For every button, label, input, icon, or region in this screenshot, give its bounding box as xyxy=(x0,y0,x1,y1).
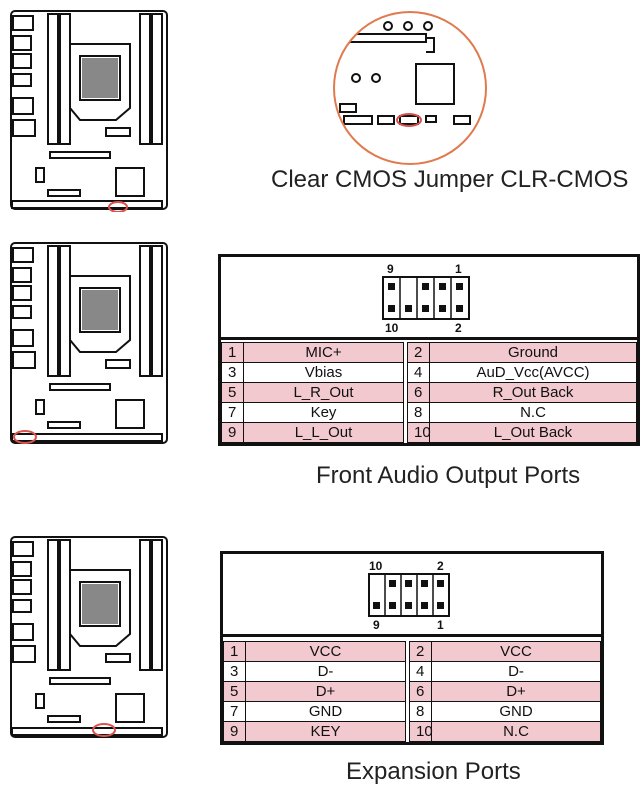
pin-name: L_Out Back xyxy=(429,422,637,443)
pin-name: MIC+ xyxy=(243,342,404,363)
pin-name: D+ xyxy=(431,681,601,702)
table-row: 7 Key 8 N.C xyxy=(221,402,637,423)
pin-number: 6 xyxy=(409,681,432,702)
pin-name: GND xyxy=(245,701,406,722)
expansion-header-diagram: 10 2 9 1 xyxy=(223,554,601,637)
pin-name: L_R_Out xyxy=(243,382,404,403)
table-row: 3 Vbias 4 AuD_Vcc(AVCC) xyxy=(221,362,637,383)
pin-name: D+ xyxy=(245,681,406,702)
pin-number: 4 xyxy=(407,362,430,383)
pin-number: 4 xyxy=(409,661,432,682)
pin-name: Ground xyxy=(429,342,637,363)
pin-name: N.C xyxy=(431,721,601,742)
table-row: 1 MIC+ 2 Ground xyxy=(221,342,637,363)
pin-number: 8 xyxy=(409,701,432,722)
clr-cmos-zoom-circle xyxy=(333,11,487,165)
pin-number: 1 xyxy=(221,342,244,363)
motherboard-diagram-2 xyxy=(10,242,168,444)
header-label-top-right: 2 xyxy=(437,559,444,573)
front-audio-pin-table: 9 1 10 2 1 MIC+ 2 Ground 3 Vbias 4 AuD_V… xyxy=(218,254,640,446)
pin-header-icon xyxy=(368,573,450,617)
pin-name: VCC xyxy=(245,641,406,662)
pin-name: D- xyxy=(245,661,406,682)
front-audio-caption: Front Audio Output Ports xyxy=(316,462,581,489)
motherboard-diagram-3 xyxy=(10,536,168,738)
header-label-bottom-right: 2 xyxy=(455,321,462,335)
pin-number: 1 xyxy=(223,641,246,662)
pin-header-icon xyxy=(382,276,470,320)
header-label-bottom-right: 1 xyxy=(437,618,444,632)
header-label-top-left: 10 xyxy=(369,559,383,573)
expansion-pin-table: 10 2 9 1 1 VCC 2 VCC 3 D- 4 D- 5 D+ 6 D+… xyxy=(220,551,604,745)
table-row: 7 GND 8 GND xyxy=(223,701,601,722)
motherboard-diagram-1 xyxy=(10,10,168,212)
header-label-top-right: 1 xyxy=(455,262,462,276)
pin-name: Vbias xyxy=(243,362,404,383)
pin-name: KEY xyxy=(245,721,406,742)
pin-name: AuD_Vcc(AVCC) xyxy=(429,362,637,383)
pin-name: Key xyxy=(243,402,404,423)
pin-name: D- xyxy=(431,661,601,682)
pin-number: 5 xyxy=(223,681,246,702)
pin-name: N.C xyxy=(429,402,637,423)
pin-number: 10 xyxy=(407,422,431,443)
table-row: 9 L_L_Out 10 L_Out Back xyxy=(221,422,637,443)
pin-number: 2 xyxy=(407,342,430,363)
clr-cmos-caption: Clear CMOS Jumper CLR-CMOS xyxy=(271,166,629,193)
table-row: 5 D+ 6 D+ xyxy=(223,681,601,702)
pin-number: 10 xyxy=(409,721,433,742)
pin-number: 7 xyxy=(223,701,246,722)
header-label-bottom-left: 9 xyxy=(373,618,380,632)
expansion-caption: Expansion Ports xyxy=(346,758,521,785)
pin-number: 5 xyxy=(221,382,244,403)
pin-name: L_L_Out xyxy=(243,422,404,443)
pin-number: 2 xyxy=(409,641,432,662)
pin-number: 8 xyxy=(407,402,430,423)
pin-number: 7 xyxy=(221,402,244,423)
pin-name: GND xyxy=(431,701,601,722)
pin-name: R_Out Back xyxy=(429,382,637,403)
pin-name: VCC xyxy=(431,641,601,662)
expansion-rows: 1 VCC 2 VCC 3 D- 4 D- 5 D+ 6 D+ 7 GND 8 … xyxy=(223,641,601,742)
table-row: 1 VCC 2 VCC xyxy=(223,641,601,662)
front-audio-header-diagram: 9 1 10 2 xyxy=(221,257,637,340)
table-row: 5 L_R_Out 6 R_Out Back xyxy=(221,382,637,403)
pin-number: 9 xyxy=(223,721,246,742)
front-audio-rows: 1 MIC+ 2 Ground 3 Vbias 4 AuD_Vcc(AVCC) … xyxy=(221,342,637,443)
header-label-bottom-left: 10 xyxy=(385,321,399,335)
table-row: 3 D- 4 D- xyxy=(223,661,601,682)
header-label-top-left: 9 xyxy=(387,262,394,276)
pin-number: 9 xyxy=(221,422,244,443)
pin-number: 3 xyxy=(223,661,246,682)
pin-number: 3 xyxy=(221,362,244,383)
table-row: 9 KEY 10 N.C xyxy=(223,721,601,742)
pin-number: 6 xyxy=(407,382,430,403)
